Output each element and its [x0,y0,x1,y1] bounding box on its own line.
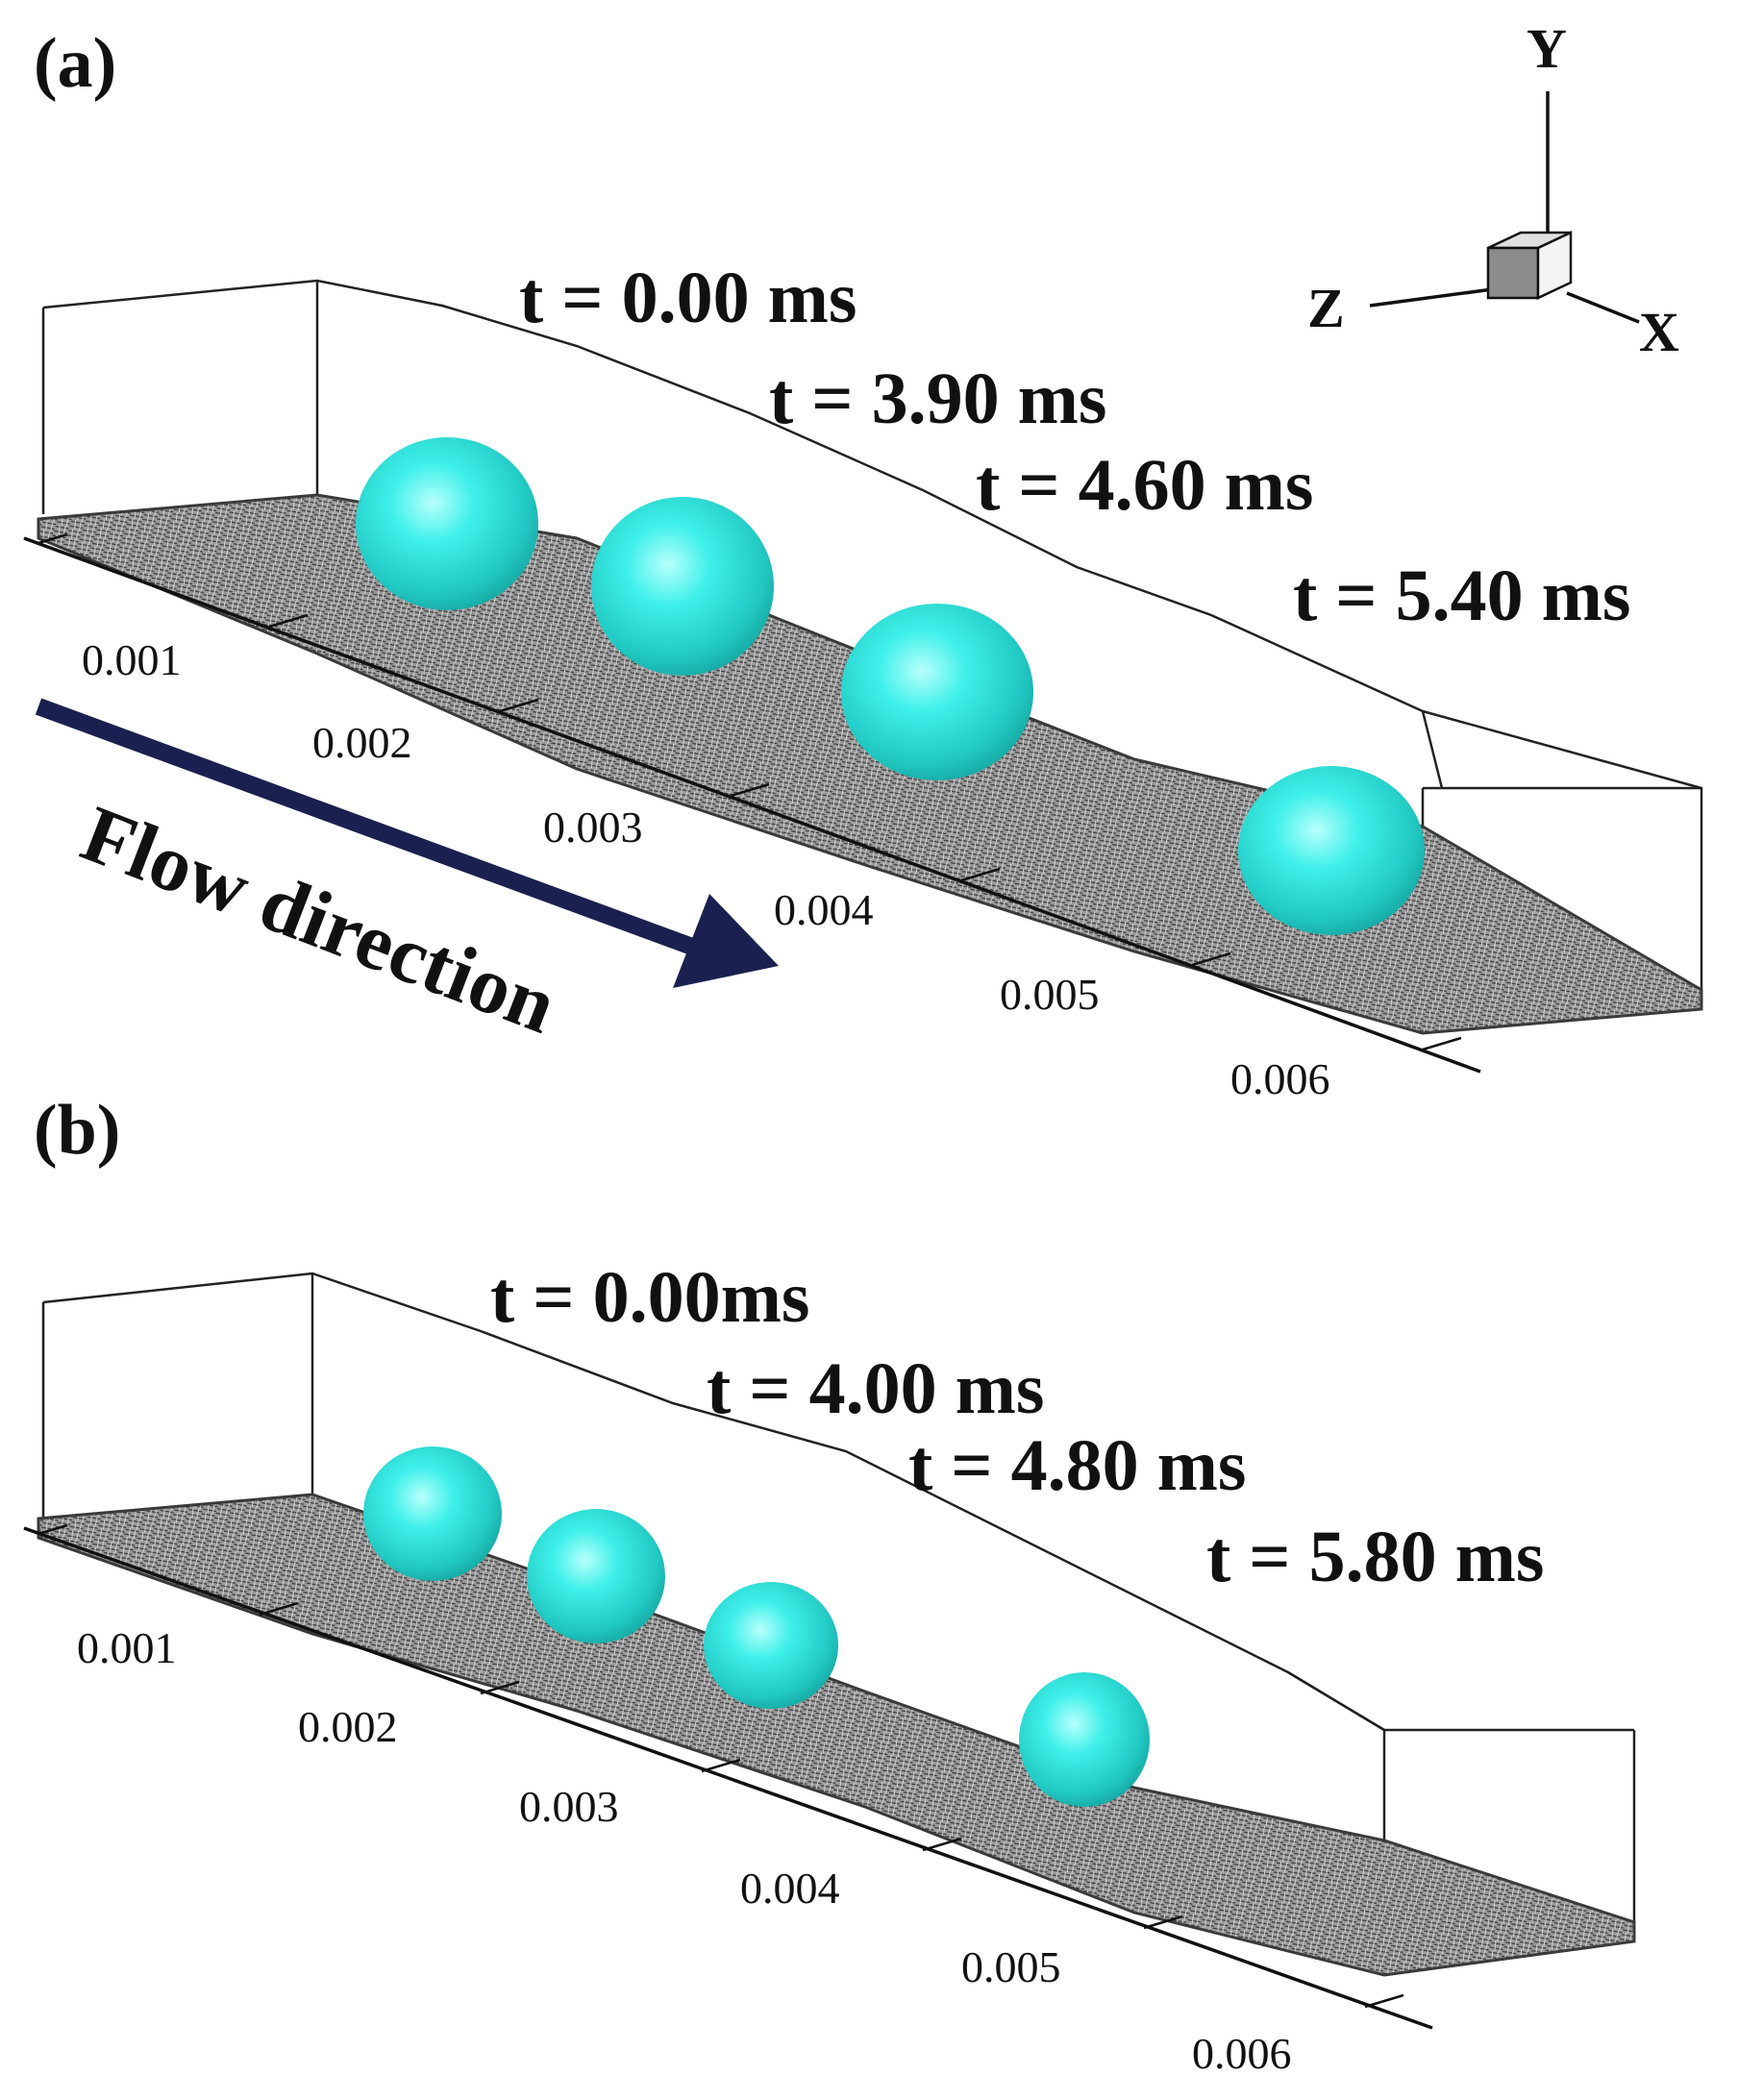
tick-label: 0.005 [1000,970,1100,1019]
axis-triad: Y Z X [1307,17,1679,363]
tick-label: 0.002 [312,718,412,767]
time-label: t = 5.40 ms [1293,556,1631,636]
bubbles [363,1446,1150,1807]
panel-label: (b) [34,1091,120,1170]
flow-direction-label: Flow direction [70,789,568,1051]
bubble [356,437,538,610]
bubble [1238,766,1425,935]
tick-label: 0.003 [543,803,643,852]
triad-z-axis [1369,286,1501,308]
bubble [527,1509,665,1643]
time-label: t = 0.00 ms [519,258,857,338]
tick-label: 0.001 [77,1623,177,1672]
panel-a: (a) 0.001 0.002 0.003 0.004 0.005 0.006 [23,24,1703,1103]
tick-label: 0.004 [774,885,874,934]
flow-arrow-head [673,894,779,988]
triad-x-axis [1566,291,1640,324]
bubble [1019,1672,1150,1807]
tick-label: 0.002 [298,1702,398,1751]
time-label: t = 5.80 ms [1206,1517,1545,1597]
tick-label: 0.006 [1230,1054,1330,1103]
time-label: t = 4.80 ms [908,1425,1247,1506]
time-label: t = 4.60 ms [976,445,1314,526]
panel-b: (b) 0.001 0.002 0.003 0.004 0.005 0.006 [23,1091,1636,2078]
triad-z-label: Z [1307,277,1345,339]
time-label: t = 3.90 ms [769,358,1107,439]
tick-label: 0.003 [519,1782,619,1831]
triad-x-label: X [1639,301,1679,363]
tick-label: 0.005 [961,1942,1061,1991]
flow-arrow-shaft [35,698,696,955]
time-label: t = 4.00 ms [707,1348,1045,1429]
bubble [591,497,774,676]
bubbles [356,437,1425,935]
rough-wall-surface [37,1493,1636,1977]
time-label: t = 0.00ms [490,1257,810,1338]
panel-label: (a) [34,24,116,103]
time-labels: t = 0.00 ms t = 3.90 ms t = 4.60 ms t = … [519,258,1631,636]
bubble [704,1582,838,1709]
triad-y-label: Y [1527,17,1567,80]
time-labels: t = 0.00ms t = 4.00 ms t = 4.80 ms t = 5… [490,1257,1545,1597]
bubble [841,604,1033,780]
x-axis: 0.001 0.002 0.003 0.004 0.005 0.006 [23,1523,1433,2078]
bubble [363,1446,502,1581]
tick-label: 0.006 [1192,2029,1292,2078]
x-axis: 0.001 0.002 0.003 0.004 0.005 0.006 [23,532,1481,1103]
triad-cube [1486,231,1573,300]
tick-label: 0.004 [740,1864,840,1913]
tick-label: 0.001 [82,635,182,684]
